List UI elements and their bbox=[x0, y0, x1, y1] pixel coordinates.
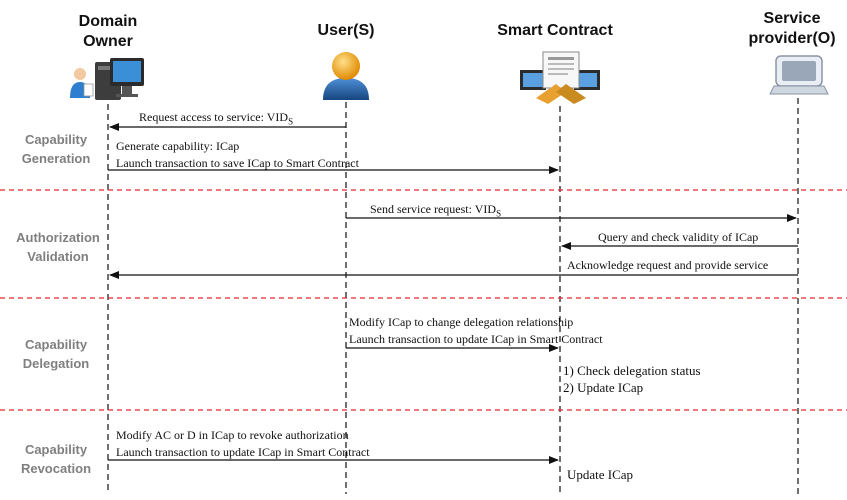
service-provider-icon bbox=[769, 55, 829, 95]
phase-capability-revocation: Capability Revocation bbox=[20, 442, 92, 476]
message-acknowledge: Acknowledge request and provide service bbox=[567, 258, 769, 272]
message-generate-capability: Generate capability: ICap Launch transac… bbox=[116, 139, 359, 170]
actor-domain-owner: Domain Owner bbox=[78, 13, 138, 50]
actor-smart-contract: Smart Contract bbox=[497, 22, 613, 39]
message-modify-delegation: Modify ICap to change delegation relatio… bbox=[349, 315, 603, 346]
message-query-validity: Query and check validity of ICap bbox=[598, 230, 759, 244]
phase-authorization-validation: Authorization Validation bbox=[16, 230, 100, 264]
phase-capability-generation: Capability Generation bbox=[21, 132, 91, 166]
domain-owner-icon bbox=[70, 58, 144, 100]
actor-user: User(S) bbox=[317, 22, 375, 39]
message-update-icap: Update ICap bbox=[567, 467, 634, 482]
message-check-and-update: 1) Check delegation status 2) Update ICa… bbox=[563, 363, 701, 395]
message-modify-revoke: Modify AC or D in ICap to revoke authori… bbox=[116, 428, 370, 459]
user-icon bbox=[323, 52, 369, 100]
smart-contract-icon bbox=[520, 51, 600, 104]
message-send-request: Send service request: VIDS bbox=[370, 202, 502, 219]
message-request-access: Request access to service: VIDS bbox=[139, 110, 294, 127]
actor-service-provider: Service provider(O) bbox=[748, 10, 836, 47]
phase-capability-delegation: Capability Delegation bbox=[22, 337, 90, 371]
